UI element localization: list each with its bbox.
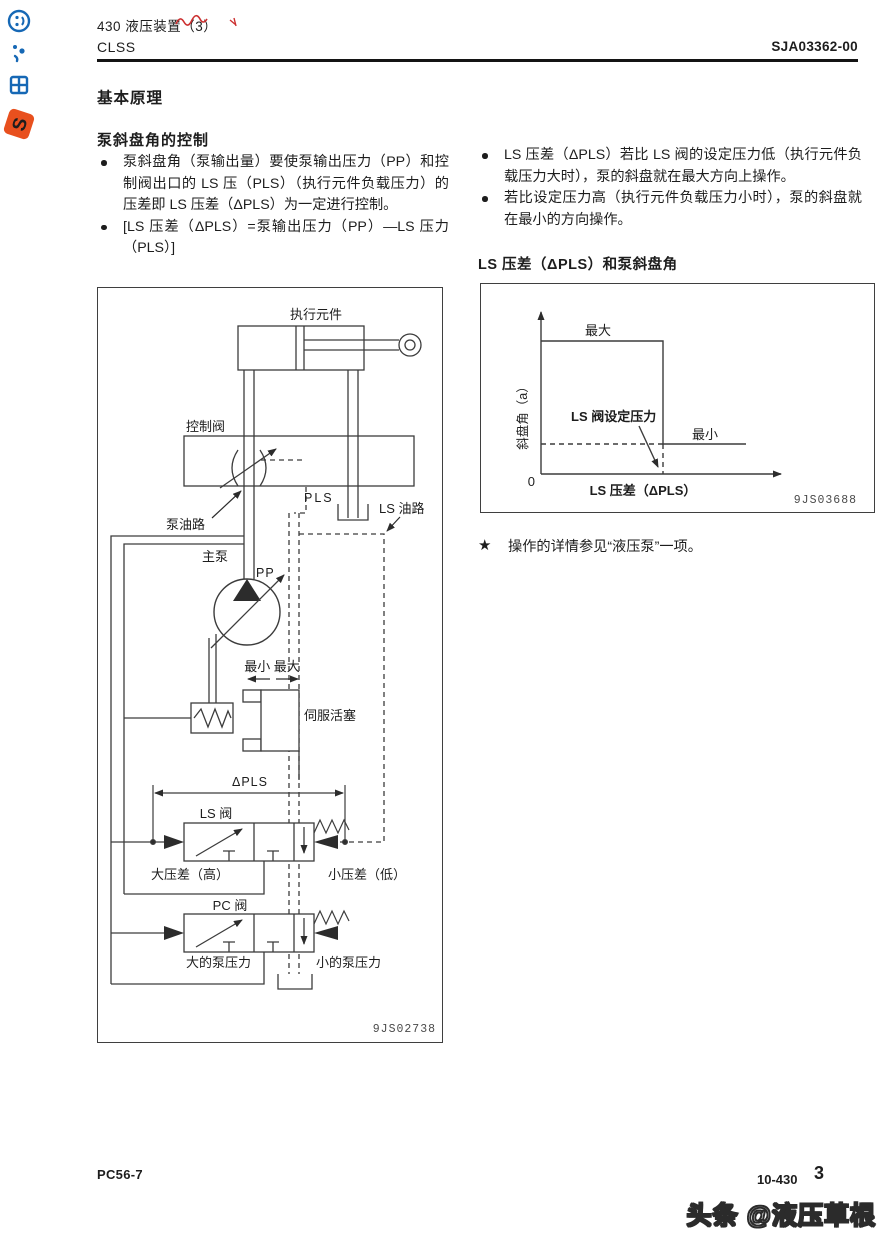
ls-valve-symbol (164, 818, 350, 862)
bullet-text: LS 压差（ΔPLS）若比 LS 阀的设定压力低（执行元件负载压力大时），泵的斜… (504, 147, 862, 185)
actuator-symbol (237, 325, 422, 371)
bullet-text: 泵斜盘角（泵输出量）要使泵输出压力（PP）和控制阀出口的 LS 压（PLS）（执… (123, 154, 449, 214)
main-pump-label: 主泵 (202, 549, 228, 564)
y-axis-label: 斜盘角（a） (515, 380, 530, 449)
step-chart: 最大 最小 斜盘角（a） LS 阀设定压力 0 LS 压差（ΔPLS） 9JS0… (515, 311, 857, 507)
pump-circuit-label: 泵油路 (166, 517, 205, 532)
large-diff-label: 大压差（高） (151, 867, 229, 882)
servo-piston-label: 伺服活塞 (304, 708, 356, 723)
spring-icon (313, 909, 350, 926)
max-label: 最大 (585, 323, 611, 338)
grid-icon (9, 75, 29, 95)
doc-title: 430 液压装置（3） (97, 19, 218, 34)
list-item: 若比设定压力高（执行元件负载压力小时），泵的斜盘就在最小的方向操作。 (478, 188, 862, 231)
step-curve (541, 340, 746, 445)
pc-valve-label: PC 阀 (213, 898, 248, 913)
right-column: LS 压差（ΔPLS）若比 LS 阀的设定压力低（执行元件负载压力大时），泵的斜… (478, 145, 862, 231)
small-diff-label: 小压差（低） (328, 867, 406, 882)
sidebar-watermark-icons: S (3, 8, 35, 142)
bullet-icon (478, 145, 504, 188)
toutiao-watermark: 头条 @液压草根 (686, 1201, 876, 1231)
subsection-heading: 泵斜盘角的控制 (97, 132, 210, 149)
origin-label: 0 (528, 474, 535, 489)
min-max-label: 最小 最大 (244, 659, 300, 674)
list-item: [LS 压差（ΔPLS）=泵输出压力（PP）—LS 压力（PLS）] (97, 217, 449, 260)
bullet-icon (97, 152, 123, 217)
delta-pls-label: ΔPLS (232, 775, 268, 789)
large-pump-pressure-label: 大的泵压力 (186, 955, 251, 970)
control-valve-symbol (183, 435, 415, 489)
bullet-text: [LS 压差（ΔPLS）=泵输出压力（PP）—LS 压力（PLS）] (123, 218, 449, 257)
footer-page-number: 3 (814, 1163, 825, 1183)
note-text: 操作的详情参见“液压泵”一项。 (508, 539, 702, 555)
min-label: 最小 (692, 427, 718, 442)
bullet-icon (478, 188, 504, 231)
chart-heading: LS 压差（ΔPLS）和泵斜盘角 (478, 257, 678, 273)
diagram-figure-number: 9JS02738 (373, 1023, 436, 1036)
spring-icon (193, 707, 232, 729)
pls-label: PLS (304, 491, 334, 505)
hydraulic-diagram-figure: 执行元件 控制阀 PLS LS 油路 泵油路 主泵 PP 最小 最大 伺服活塞 … (97, 287, 443, 1043)
list-item: 泵斜盘角（泵输出量）要使泵输出压力（PP）和控制阀出口的 LS 压（PLS）（执… (97, 152, 449, 217)
dashed-guides (541, 443, 664, 474)
dots-icon (13, 45, 25, 63)
bullet-icon (97, 217, 123, 260)
ls-valve-label: LS 阀 (200, 806, 233, 821)
header-divider (97, 59, 858, 62)
doc-number: SJA03362-00 (771, 39, 858, 54)
footer-model: PC56-7 (97, 1167, 143, 1182)
actuator-label: 执行元件 (290, 307, 342, 322)
smiley-icon (7, 9, 31, 33)
set-pressure-arrow (638, 425, 659, 468)
pc-valve-symbol (164, 909, 350, 953)
pp-label: PP (256, 566, 275, 580)
left-column: 泵斜盘角（泵输出量）要使泵输出压力（PP）和控制阀出口的 LS 压（PLS）（执… (97, 152, 449, 260)
throttle-symbol (231, 449, 267, 487)
bullet-text: 若比设定压力高（执行元件负载压力小时），泵的斜盘就在最小的方向操作。 (504, 190, 862, 228)
ls-circuit-label: LS 油路 (379, 501, 425, 516)
tank-symbol (277, 974, 313, 990)
s-logo: S (3, 108, 35, 140)
star-icon: ★ (478, 537, 492, 554)
list-item: LS 压差（ΔPLS）若比 LS 阀的设定压力低（执行元件负载压力大时），泵的斜… (478, 145, 862, 188)
handwritten-red-mark (175, 14, 237, 27)
spring-icon (313, 818, 350, 835)
section-title: 基本原理 (97, 90, 164, 107)
control-valve-label: 控制阀 (186, 419, 225, 434)
pls-plug (337, 504, 369, 521)
chart-figure: 最大 最小 斜盘角（a） LS 阀设定压力 0 LS 压差（ΔPLS） 9JS0… (480, 283, 875, 513)
x-axis-label: LS 压差（ΔPLS） (590, 483, 697, 498)
callout-arrows (211, 490, 401, 532)
note: ★ 操作的详情参见“液压泵”一项。 (478, 536, 873, 556)
doc-subtitle: CLSS (97, 39, 136, 55)
main-pump-symbol (208, 574, 285, 703)
hydraulic-circuit-diagram: 执行元件 控制阀 PLS LS 油路 泵油路 主泵 PP 最小 最大 伺服活塞 … (110, 307, 436, 1036)
chart-figure-number: 9JS03688 (794, 494, 857, 507)
set-pressure-label: LS 阀设定压力 (571, 409, 656, 424)
svg-text:S: S (8, 115, 32, 134)
servo-piston-symbol (190, 689, 300, 752)
footer-page-code: 10-430 (757, 1172, 798, 1187)
delta-pls-dimension (149, 785, 349, 845)
small-pump-pressure-label: 小的泵压力 (316, 955, 381, 970)
